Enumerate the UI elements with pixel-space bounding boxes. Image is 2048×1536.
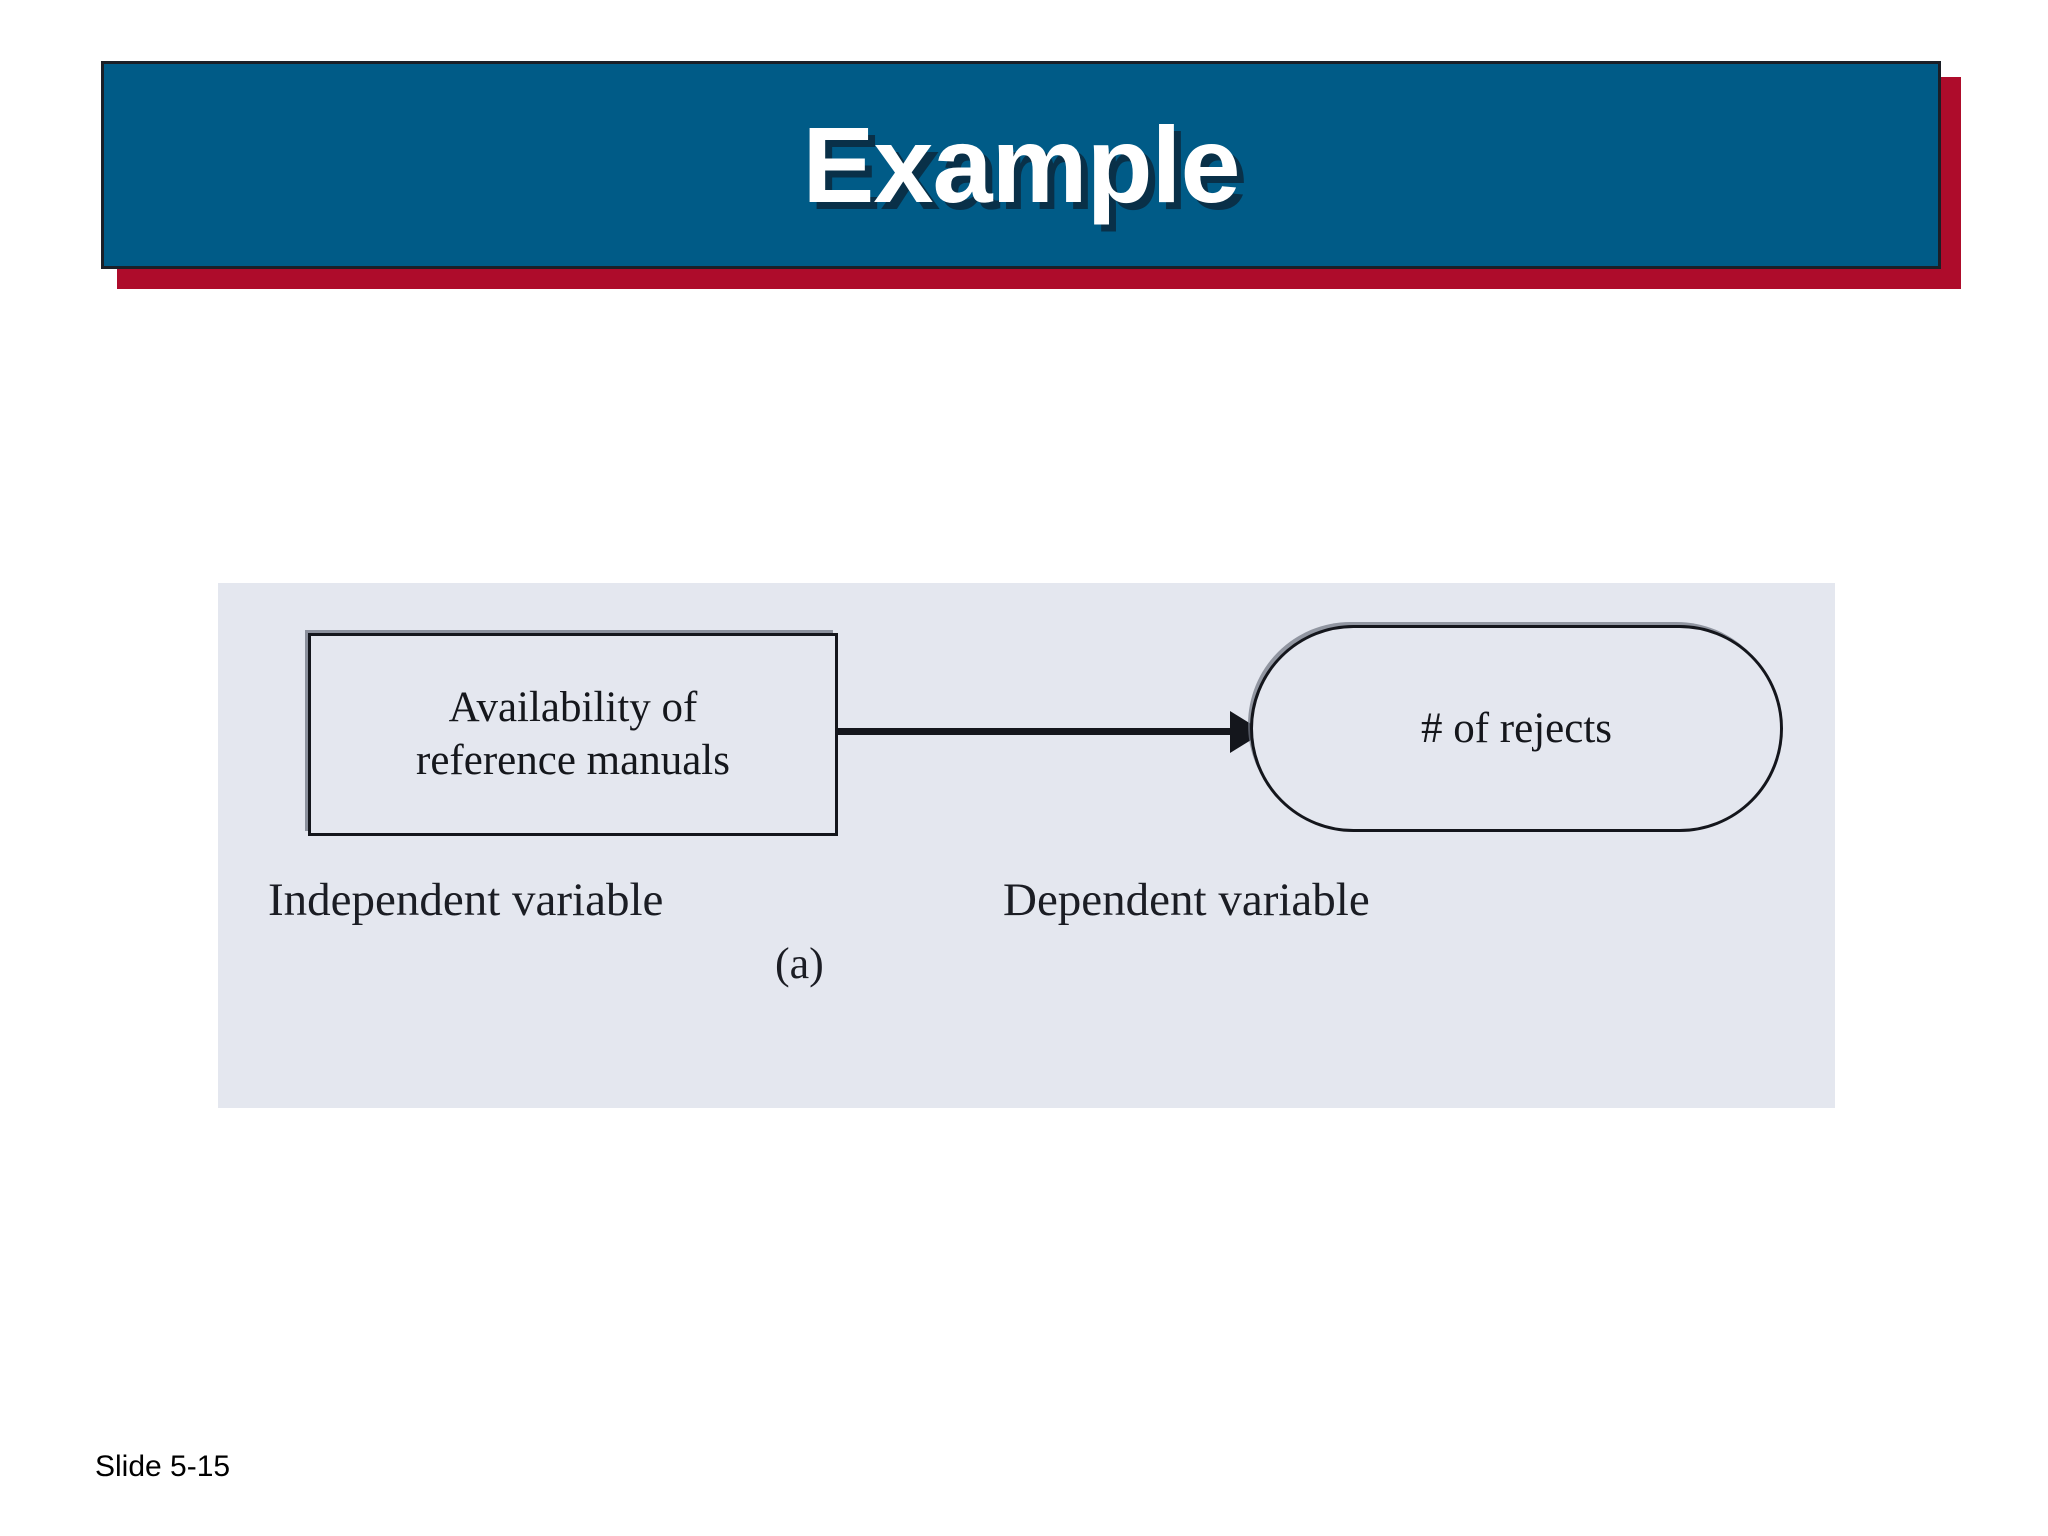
- slide-number-label: Slide 5-15: [95, 1450, 231, 1483]
- independent-variable-caption: Independent variable: [268, 874, 664, 926]
- dependent-variable-caption: Dependent variable: [1003, 874, 1370, 926]
- figure-part-label: (a): [775, 939, 824, 988]
- title-banner-group: Example: [101, 61, 1961, 289]
- causal-arrow-shaft: [838, 728, 1238, 735]
- dependent-variable-node-label: # of rejects: [1420, 705, 1613, 752]
- page-title: Example: [802, 104, 1240, 225]
- independent-variable-node-label: Availability of reference manuals: [416, 684, 730, 784]
- title-banner: Example: [101, 61, 1941, 269]
- dependent-variable-node: # of rejects: [1250, 625, 1783, 832]
- independent-variable-node: Availability of reference manuals: [308, 633, 838, 836]
- diagram-panel: Availability of reference manuals # of r…: [218, 583, 1835, 1108]
